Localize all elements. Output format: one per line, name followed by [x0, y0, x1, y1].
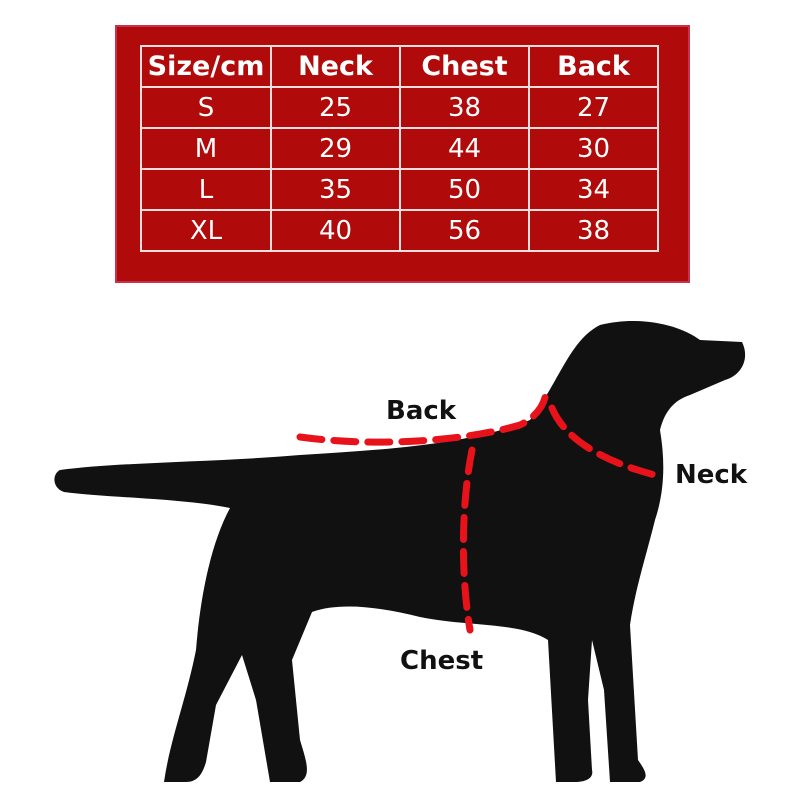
header-neck: Neck	[270, 45, 401, 88]
cell: 27	[528, 86, 659, 129]
neck-measure-line	[548, 404, 659, 479]
table-header-row: Size/cm Neck Chest Back	[140, 45, 659, 88]
size-table: Size/cm Neck Chest Back S 25 38 27 M 29 …	[140, 45, 659, 252]
cell: L	[140, 168, 272, 211]
header-chest: Chest	[399, 45, 530, 88]
cell: 44	[399, 127, 530, 170]
size-chart-card: Size/cm Neck Chest Back S 25 38 27 M 29 …	[115, 25, 690, 283]
cell: 56	[399, 209, 530, 252]
cell: 29	[270, 127, 401, 170]
cell: 38	[528, 209, 659, 252]
table-row: S 25 38 27	[140, 86, 659, 129]
neck-label: Neck	[675, 460, 748, 490]
back-label: Back	[386, 396, 457, 426]
cell: M	[140, 127, 272, 170]
dog-silhouette	[54, 320, 746, 782]
chest-label: Chest	[400, 646, 484, 676]
table-row: L 35 50 34	[140, 168, 659, 211]
cell: 25	[270, 86, 401, 129]
back-measure-line	[296, 388, 550, 446]
cell: XL	[140, 209, 272, 252]
cell: 50	[399, 168, 530, 211]
cell: S	[140, 86, 272, 129]
cell: 38	[399, 86, 530, 129]
chest-measure-line	[459, 446, 476, 634]
cell: 30	[528, 127, 659, 170]
header-size: Size/cm	[140, 45, 272, 88]
cell: 40	[270, 209, 401, 252]
table-row: XL 40 56 38	[140, 209, 659, 252]
cell: 35	[270, 168, 401, 211]
cell: 34	[528, 168, 659, 211]
header-back: Back	[528, 45, 659, 88]
table-row: M 29 44 30	[140, 127, 659, 170]
